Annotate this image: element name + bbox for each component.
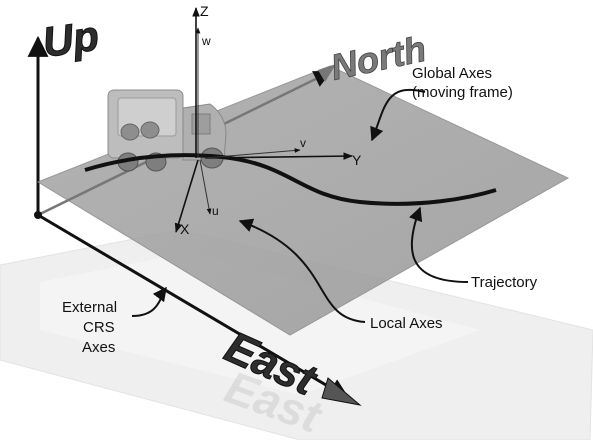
- trajectory-label: Trajectory: [471, 274, 538, 291]
- callout-arrow-local-axes: [238, 218, 366, 323]
- trajectory-path: [84, 153, 497, 206]
- axis-y-label: Y: [352, 152, 362, 168]
- up-label: Up: [40, 12, 102, 66]
- global-y-axis: [204, 152, 353, 160]
- global-axes-label: Global Axes: [412, 65, 492, 82]
- callout-arrow-external-axes: [131, 286, 167, 317]
- external-axes-label-1: External: [62, 299, 117, 316]
- global-axes-sublabel: (moving frame): [412, 84, 513, 101]
- east-arrow-head: [321, 377, 362, 406]
- axis-w-label: w: [201, 34, 211, 48]
- external-axes-label-3: Axes: [82, 339, 115, 356]
- callout-arrow-global-axes: [370, 88, 426, 142]
- north-arrow-head: [318, 64, 336, 82]
- vehicle: [107, 89, 227, 172]
- east-axis: [37, 213, 350, 400]
- local-axes-label: Local Axes: [370, 315, 443, 332]
- axis-x-label: X: [180, 221, 190, 237]
- ground-plane-reflection: [40, 252, 480, 395]
- global-x-axis: [174, 159, 199, 233]
- local-v-axis: [204, 148, 301, 159]
- axis-v-label: v: [300, 136, 306, 150]
- origin-point: [34, 211, 42, 219]
- local-u-axis: [199, 159, 212, 215]
- callout-arrow-trajectory: [409, 206, 469, 283]
- external-axes-label-2: CRS: [83, 319, 115, 336]
- axis-u-label: u: [212, 204, 219, 218]
- axis-z-label: Z: [200, 3, 209, 19]
